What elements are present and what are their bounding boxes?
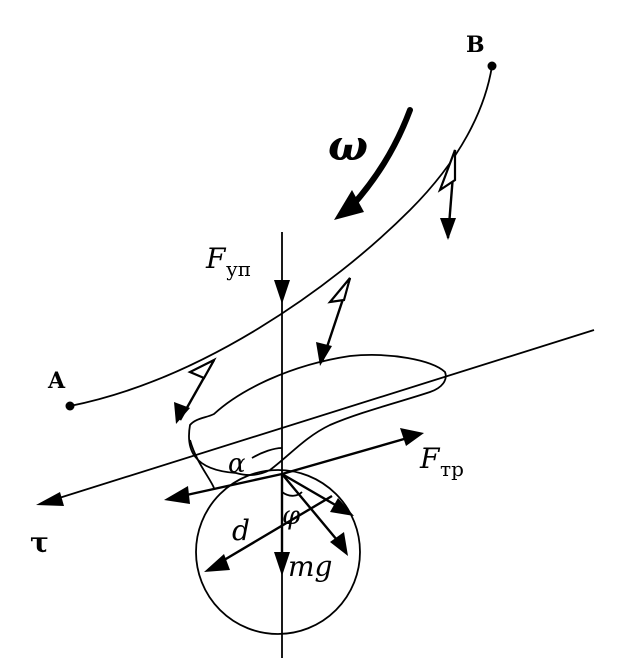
tangential-component-shaft [281,472,345,512]
curve-arrow-3 [174,357,217,424]
leaf-stem [189,439,215,489]
ball [195,469,361,635]
label-f-up-sub: уп [226,257,251,281]
label-point-a: A [47,368,66,394]
point-a-dot [65,401,75,411]
diameter-arrowhead [204,554,230,572]
f-tr-arrowhead [400,428,424,446]
curve-velocity-arrows [174,149,457,424]
label-f-up: F [205,242,227,275]
label-d: d [232,514,250,547]
tangent-line [39,329,595,505]
label-f-tr: F [419,442,441,475]
point-b-dot [487,61,497,71]
label-mg: mg [288,550,332,583]
phi-arc [281,491,303,497]
f-tr-arrow-shaft [281,433,419,476]
label-tau: τ [30,526,49,559]
diameter-shaft [213,494,333,568]
normal-component-arrowhead [330,532,348,556]
label-omega: ω [328,121,368,170]
omega-arrow [334,107,413,220]
tangential-component-arrowhead [330,498,354,516]
label-alpha: α [228,449,246,479]
curve-arrow-1 [437,149,457,240]
label-f-tr-sub: тр [440,457,464,481]
tau-arrowhead [36,492,64,506]
f-up-arrowhead [274,280,290,304]
curve-ab [69,65,493,407]
reaction-arrowhead [164,486,190,504]
label-phi: φ [282,501,301,531]
label-point-b: B [466,32,485,58]
mg-arrowhead [274,552,290,576]
normal-component-shaft [281,473,343,547]
alpha-arc [251,447,283,459]
reaction-arrow-shaft [181,472,283,498]
leaf-body [188,354,447,476]
curve-arrow-2 [316,277,352,366]
